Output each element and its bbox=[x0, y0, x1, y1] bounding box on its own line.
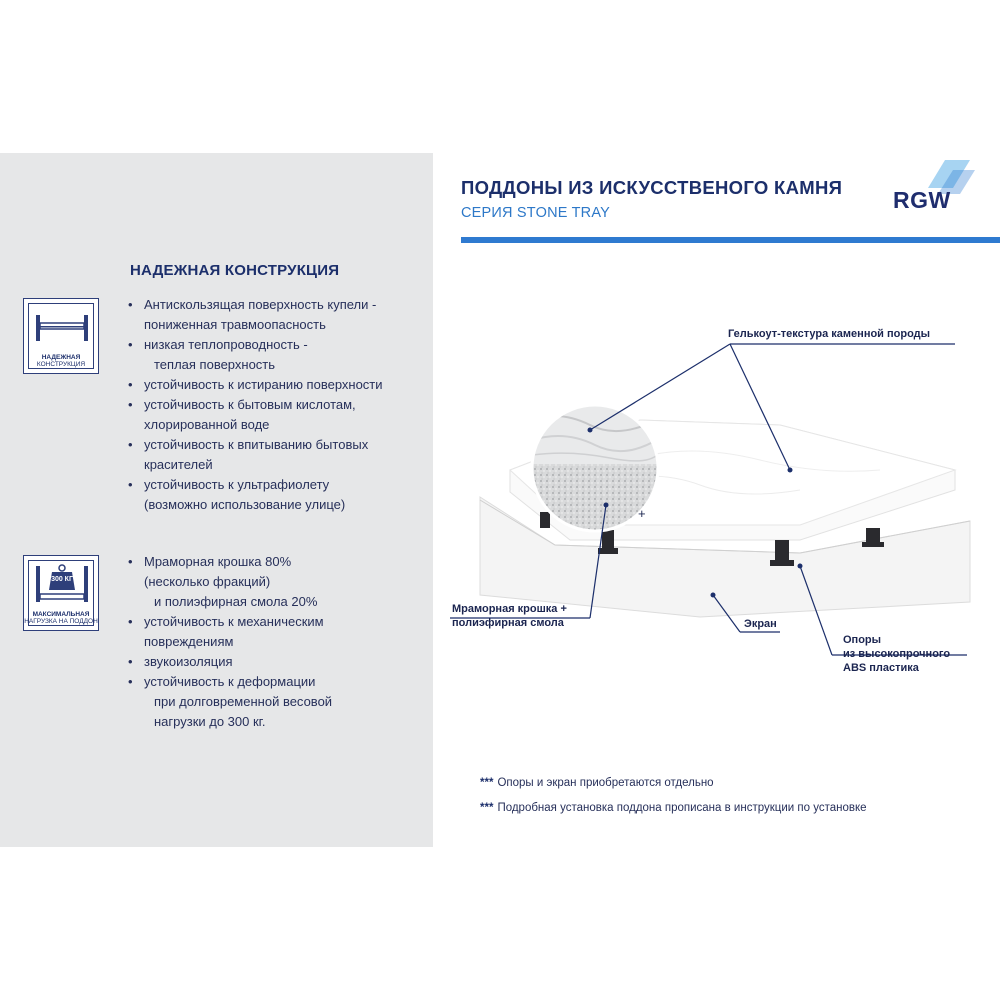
supports-callout-line2: из высокопрочного bbox=[843, 648, 951, 660]
supports-callout-line3: ABS пластика bbox=[843, 662, 919, 674]
weight-label: 300 КГ bbox=[51, 576, 73, 583]
note-installation: ***Подробная установка поддона прописана… bbox=[480, 802, 867, 814]
note-stars: *** bbox=[480, 777, 494, 789]
header-divider bbox=[461, 237, 1000, 243]
list-item: устойчивость к бытовым кислотам,хлориров… bbox=[128, 395, 383, 435]
list-item: устойчивость к ультрафиолету(возможно ис… bbox=[128, 475, 383, 515]
note-text: Опоры и экран приобретаются отдельно bbox=[497, 777, 714, 789]
screen-callout: Экран bbox=[744, 618, 777, 630]
badge-label-line1: МАКСИМАЛЬНАЯ bbox=[32, 611, 90, 618]
shower-tray-illustration bbox=[450, 343, 971, 656]
list-item: Антискользящая поверхность купели -пониж… bbox=[128, 295, 383, 335]
support-legs bbox=[540, 512, 884, 566]
max-load-badge: 300 КГ МАКСИМАЛЬНАЯ НАГРУЗКА НА ПОДДОН bbox=[23, 555, 99, 631]
material-features-list: Мраморная крошка 80%(несколько фракций)и… bbox=[128, 552, 332, 732]
plus-marker: + bbox=[638, 506, 646, 521]
construction-badge: НАДЕЖНАЯ КОНСТРУКЦИЯ bbox=[23, 298, 99, 374]
badge-label-line2: НАГРУЗКА НА ПОДДОН bbox=[24, 618, 98, 625]
badge-label-line1: НАДЕЖНАЯ bbox=[41, 354, 81, 361]
marble-callout-line1: Мраморная крошка + bbox=[452, 603, 567, 615]
list-item: устойчивость к истиранию поверхности bbox=[128, 375, 383, 395]
weight-icon bbox=[36, 564, 88, 602]
marble-callout-line2: полиэфирная смола bbox=[452, 617, 564, 629]
list-item: низкая теплопроводность -теплая поверхно… bbox=[128, 335, 383, 375]
note-separate-purchase: ***Опоры и экран приобретаются отдельно bbox=[480, 777, 714, 789]
badge-label-line2: КОНСТРУКЦИЯ bbox=[36, 361, 86, 368]
callout-leaders bbox=[450, 343, 967, 656]
logo-text: RGW bbox=[893, 187, 951, 213]
supports-callout-line1: Опоры bbox=[843, 634, 882, 646]
construction-features-list: Антискользящая поверхность купели -пониж… bbox=[128, 295, 383, 515]
note-text: Подробная установка поддона прописана в … bbox=[497, 802, 867, 814]
shelf-icon bbox=[36, 315, 88, 341]
list-item: устойчивость к впитыванию бытовыхкрасите… bbox=[128, 435, 383, 475]
note-stars: *** bbox=[480, 802, 494, 814]
section-title: НАДЕЖНАЯ КОНСТРУКЦИЯ bbox=[130, 262, 340, 279]
logo-mark-icon bbox=[928, 160, 975, 194]
gelcoat-callout: Гелькоут-текстура каменной породы bbox=[728, 328, 931, 340]
page-subtitle: СЕРИЯ STONE TRAY bbox=[461, 205, 610, 221]
page-title: ПОДДОНЫ ИЗ ИСКУССТВЕНОГО КАМНЯ bbox=[461, 177, 843, 198]
list-item: звукоизоляция bbox=[128, 652, 332, 672]
list-item: Мраморная крошка 80%(несколько фракций)и… bbox=[128, 552, 332, 612]
